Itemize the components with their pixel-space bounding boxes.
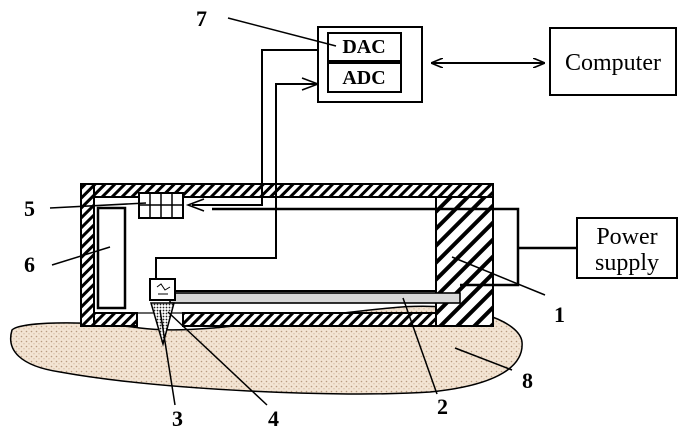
housing-bottom-left-foot — [93, 312, 138, 327]
housing-bottom-strip — [182, 312, 439, 327]
element-4-sensor-mark — [156, 283, 171, 295]
label-8: 8 — [522, 368, 533, 393]
label-4: 4 — [268, 406, 279, 431]
computer-box — [549, 27, 677, 96]
power-supply-label-line2: supply — [595, 250, 659, 276]
power-supply-box — [576, 217, 678, 279]
power-supply-label-line1: Power — [596, 224, 657, 250]
label-5: 5 — [24, 196, 35, 221]
leader-5 — [49, 202, 147, 209]
dac-signal-wire — [192, 49, 318, 206]
housing-inner-frame — [93, 196, 437, 314]
element-4-sensor — [149, 278, 176, 301]
leader-3 — [159, 309, 176, 406]
leader-4 — [167, 311, 268, 406]
label-7: 7 — [196, 6, 207, 31]
element-2-rod — [169, 292, 461, 304]
computer-label: Computer — [565, 50, 661, 76]
label-6: 6 — [24, 252, 35, 277]
adc-label: ADC — [342, 67, 385, 89]
dac-box — [327, 32, 402, 62]
label-2: 2 — [437, 394, 448, 419]
label-1: 1 — [554, 302, 565, 327]
adc-box — [327, 62, 402, 93]
leader-6 — [51, 246, 111, 266]
leader-1 — [451, 256, 546, 296]
dac-arrow-head — [185, 198, 205, 212]
element-6-vertical-bar — [96, 206, 127, 310]
sample-body — [10, 305, 523, 395]
dac-label: DAC — [342, 36, 385, 58]
label-3: 3 — [172, 406, 183, 431]
leader-2 — [402, 297, 438, 395]
leader-8 — [454, 347, 513, 371]
adc-signal-wire — [155, 83, 318, 279]
leader-7 — [227, 17, 337, 47]
